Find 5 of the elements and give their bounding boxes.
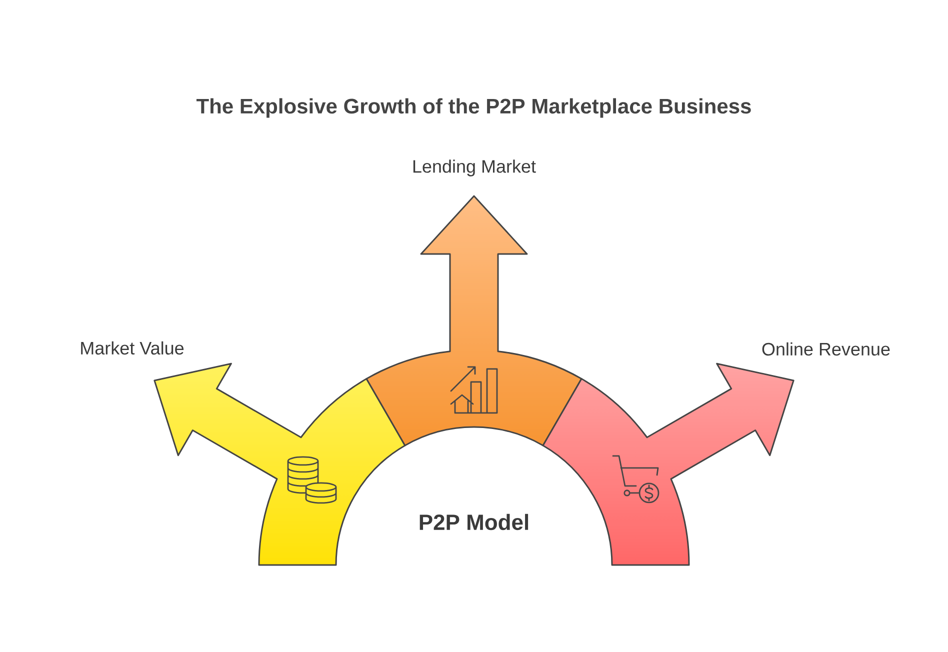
arrow-label: Market Value [81,341,184,355]
arrow-label: Lending Market [413,160,536,176]
title: The Explosive Growth of the P2P Marketplace Business [196,98,751,118]
center-label: P2P Model [420,514,528,530]
arrow-label: Online Revenue [762,342,890,356]
